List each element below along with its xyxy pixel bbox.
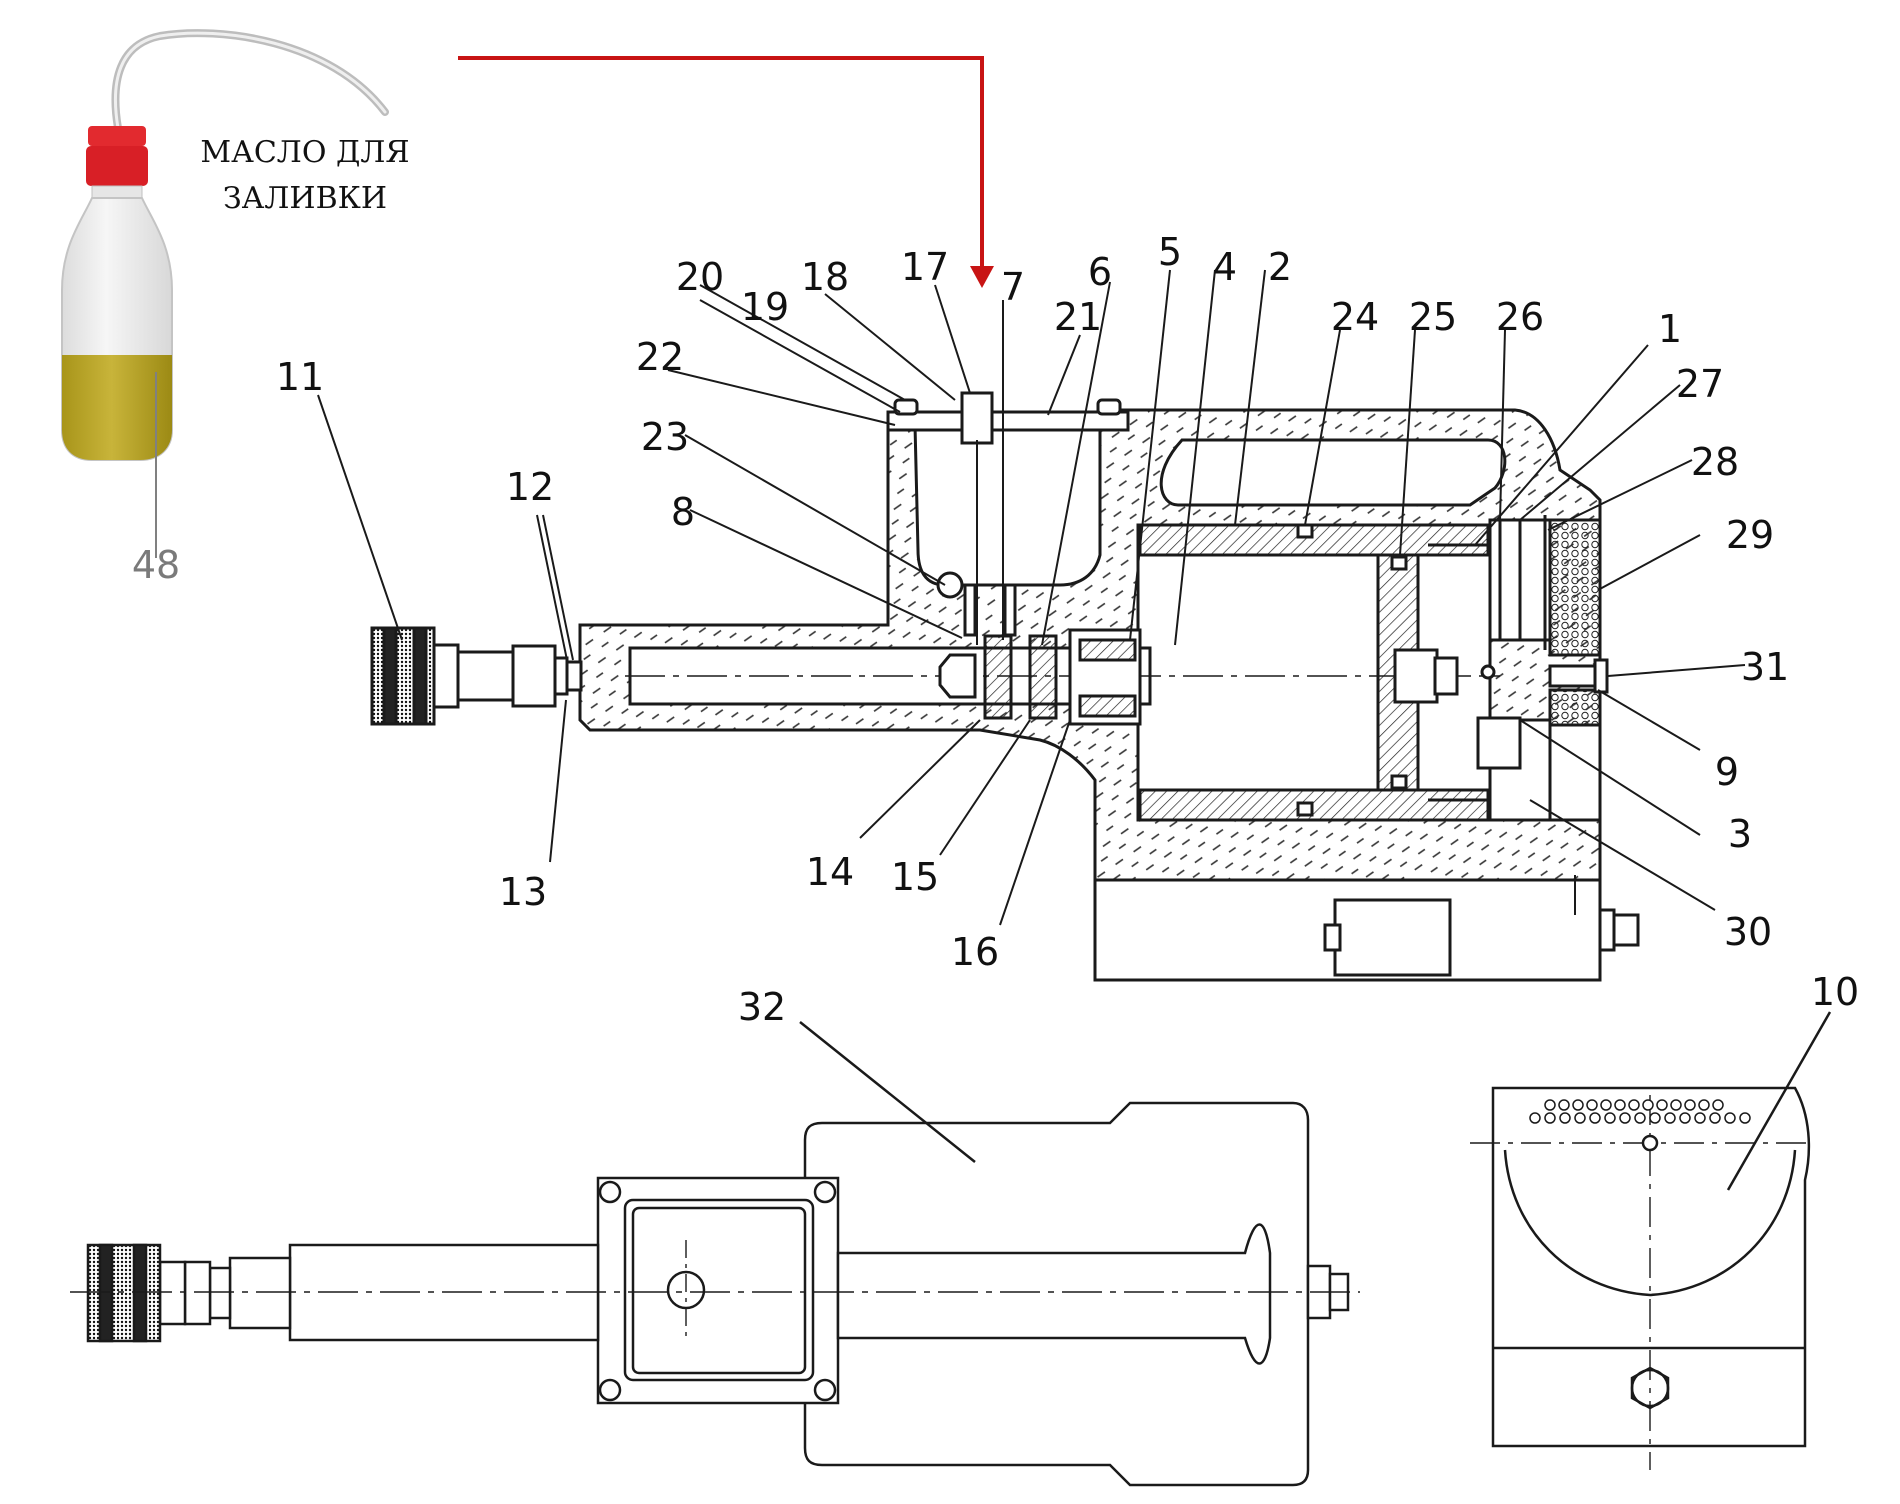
vent-hole	[1544, 1099, 1556, 1111]
label-4: 4	[1213, 245, 1237, 289]
vent-hole	[1649, 1112, 1661, 1124]
label-48: 48	[132, 543, 180, 587]
label-19: 19	[741, 285, 789, 329]
label-24: 24	[1331, 295, 1379, 339]
label-8: 8	[671, 490, 695, 534]
vent-hole	[1589, 1112, 1601, 1124]
vent-hole	[1724, 1112, 1736, 1124]
vent-hole	[1628, 1099, 1640, 1111]
label-14: 14	[806, 850, 854, 894]
label-23: 23	[641, 415, 689, 459]
label-32: 32	[738, 985, 786, 1029]
label-31: 31	[1741, 645, 1789, 689]
fill-arrow	[458, 56, 994, 288]
label-1: 1	[1658, 307, 1682, 351]
label-17: 17	[901, 245, 949, 289]
label-20: 20	[676, 255, 724, 299]
label-25: 25	[1409, 295, 1457, 339]
vent-hole	[1574, 1112, 1586, 1124]
vent-hole	[1559, 1112, 1571, 1124]
label-11: 11	[276, 355, 324, 399]
vent-hole	[1529, 1112, 1541, 1124]
label-6: 6	[1088, 250, 1112, 294]
vent-hole	[1698, 1099, 1710, 1111]
label-10: 10	[1811, 970, 1859, 1014]
label-5: 5	[1158, 230, 1182, 274]
label-29: 29	[1726, 513, 1774, 557]
vent-hole	[1679, 1112, 1691, 1124]
vent-hole	[1619, 1112, 1631, 1124]
vent-hole	[1634, 1112, 1646, 1124]
label-9: 9	[1715, 750, 1739, 794]
vent-hole	[1544, 1112, 1556, 1124]
label-22: 22	[636, 335, 684, 379]
label-21: 21	[1054, 295, 1102, 339]
part-labels: 48 11 12 13 20 19 18 17 7 21 6 5 4 2 24 …	[132, 230, 1859, 1029]
label-18: 18	[801, 255, 849, 299]
vent-hole	[1604, 1112, 1616, 1124]
cross-section-view	[370, 391, 1640, 982]
vent-hole	[1739, 1112, 1751, 1124]
vent-hole	[1694, 1112, 1706, 1124]
end-view	[1470, 1011, 1832, 1470]
vent-hole	[1600, 1099, 1612, 1111]
label-27: 27	[1676, 362, 1724, 406]
vent-hole	[1642, 1099, 1654, 1111]
vent-hole	[1558, 1099, 1570, 1111]
label-7: 7	[1001, 265, 1025, 309]
vent-hole	[1712, 1099, 1724, 1111]
oil-bottle	[61, 29, 389, 558]
label-13: 13	[499, 870, 547, 914]
oil-note-line-1: МАСЛО ДЛЯ	[200, 135, 410, 170]
vent-hole	[1664, 1112, 1676, 1124]
vent-hole	[1684, 1099, 1696, 1111]
label-12: 12	[506, 465, 554, 509]
vent-hole	[1586, 1099, 1598, 1111]
vent-hole	[1670, 1099, 1682, 1111]
label-3: 3	[1728, 812, 1752, 856]
label-2: 2	[1268, 245, 1292, 289]
vent-hole	[1614, 1099, 1626, 1111]
top-view	[70, 1021, 1360, 1487]
vent-hole	[1709, 1112, 1721, 1124]
oil-note-line-2: ЗАЛИВКИ	[222, 181, 388, 216]
label-30: 30	[1724, 910, 1772, 954]
vent-hole	[1572, 1099, 1584, 1111]
leader-lines	[317, 269, 1746, 926]
label-15: 15	[891, 855, 939, 899]
vent-hole	[1656, 1099, 1668, 1111]
label-16: 16	[951, 930, 999, 974]
label-28: 28	[1691, 440, 1739, 484]
oil-note: МАСЛО ДЛЯ ЗАЛИВКИ	[185, 130, 425, 222]
label-26: 26	[1496, 295, 1544, 339]
